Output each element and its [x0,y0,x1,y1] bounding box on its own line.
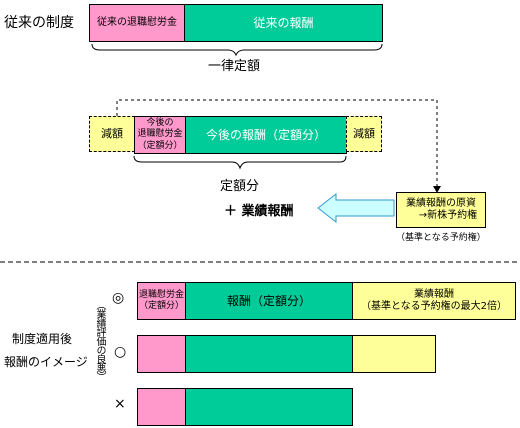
row1-perf-line1: 業績報酬 [414,288,454,300]
source-box: 業績報酬の原資 →新株予約権 [396,192,486,228]
current-pay-label: 従来の報酬 [253,15,314,30]
middle-pay-label: 今後の報酬（定額分） [205,127,326,142]
image-line2: 報酬のイメージ [4,355,88,369]
source-note: （基準となる予約権） [396,233,486,243]
source-line2: →新株予約権 [418,210,478,221]
row2-pay-box [185,335,353,373]
middle-retire-line1: 今後の [146,118,174,129]
big-left-arrow [317,192,395,224]
current-pay-box: 従来の報酬 [184,4,383,42]
reduce-left-label: 減額 [101,127,123,141]
row1-pay-label: 報酬（定額分） [226,293,311,308]
middle-pay-box: 今後の報酬（定額分） [185,116,347,154]
eval-label: （業績評価の良悪） [94,300,105,381]
row2-symbol: ○ [114,344,127,360]
row1-retire-line2: （定額分） [138,301,184,311]
row1-retire-line1: 退職慰労金 [138,289,184,300]
row1-perf-line2: （基準となる予約権の最大2倍） [360,301,508,312]
row2-retire-box [137,335,186,373]
row2-perf-box [352,335,436,373]
image-line1: 制度適用後 [12,332,73,346]
current-retire-label: 従来の退職慰労金 [97,16,177,28]
current-fixed-label: 一律定額 [208,59,261,74]
row3-pay-box [185,388,353,426]
top-brace [91,43,383,57]
row1-retire-box: 退職慰労金 （定額分） [137,282,186,320]
reduce-right-box: 減額 [346,116,382,152]
middle-brace [133,155,347,170]
row1-pay-box: 報酬（定額分） [185,282,353,320]
row3-retire-box [137,388,186,426]
row1-symbol: ◎ [112,290,125,306]
current-retire-box: 従来の退職慰労金 [89,4,185,42]
row3-symbol: × [114,396,126,412]
reduce-right-label: 減額 [353,127,375,141]
middle-fixed-label: 定額分 [220,179,260,194]
source-line1: 業績報酬の原資 [406,197,476,209]
reduce-left-box: 減額 [89,116,135,152]
row1-perf-box: 業績報酬 （基準となる予約権の最大2倍） [352,282,516,320]
middle-retire-line3: （定額分） [137,140,183,151]
middle-retire-line2: 退職慰労金 [137,129,183,140]
current-heading: 従来の制度 [4,15,74,31]
middle-retire-box: 今後の 退職慰労金 （定額分） [134,116,186,154]
plus-performance-label: ＋ 業績報酬 [224,204,294,219]
